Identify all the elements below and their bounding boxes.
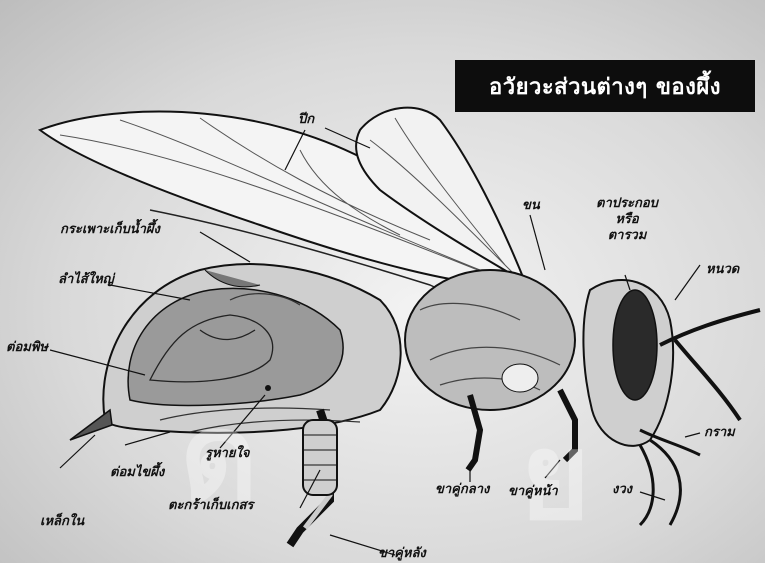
label-compound-eye-line2: ตารวม — [592, 228, 662, 244]
label-wax-gland: ต่อมไขผึ้ง — [110, 465, 164, 481]
diagram-title: อวัยวะส่วนต่างๆ ของผึ้ง — [455, 60, 755, 112]
proboscis-shape — [640, 440, 680, 525]
label-poison-gland: ต่อมพิษ — [6, 340, 48, 356]
label-hind-leg: ขาคู่หลัง — [378, 546, 426, 562]
antenna-shape — [660, 310, 760, 420]
label-large-intestine: ลำไส้ใหญ่ — [58, 272, 114, 288]
label-compound-eye-line1: ตาประกอบ — [592, 196, 662, 212]
label-wing: ปีก — [298, 112, 314, 128]
stinger-shape — [70, 410, 112, 440]
pollen-basket-shape — [303, 420, 337, 495]
label-honey-stomach: กระเพาะเก็บน้ำผึ้ง — [60, 222, 160, 238]
label-mandible: กราม — [704, 425, 735, 441]
label-middle-leg: ขาคู่กลาง — [435, 482, 489, 498]
label-hair: ขน — [522, 198, 540, 214]
label-stinger: เหล็กใน — [40, 514, 84, 530]
label-spiracle: รูหายใจ — [205, 446, 249, 462]
label-pollen-basket: ตะกร้าเก็บเกสร — [168, 498, 253, 514]
compound-eye-shape — [613, 290, 657, 400]
label-compound-eye: ตาประกอบ หรือ ตารวม — [592, 196, 662, 244]
label-proboscis: งวง — [612, 482, 632, 498]
watermark: ย — [520, 380, 590, 563]
label-front-leg: ขาคู่หน้า — [508, 484, 558, 500]
label-antenna: หนวด — [706, 262, 739, 278]
label-compound-eye-or: หรือ — [592, 212, 662, 228]
